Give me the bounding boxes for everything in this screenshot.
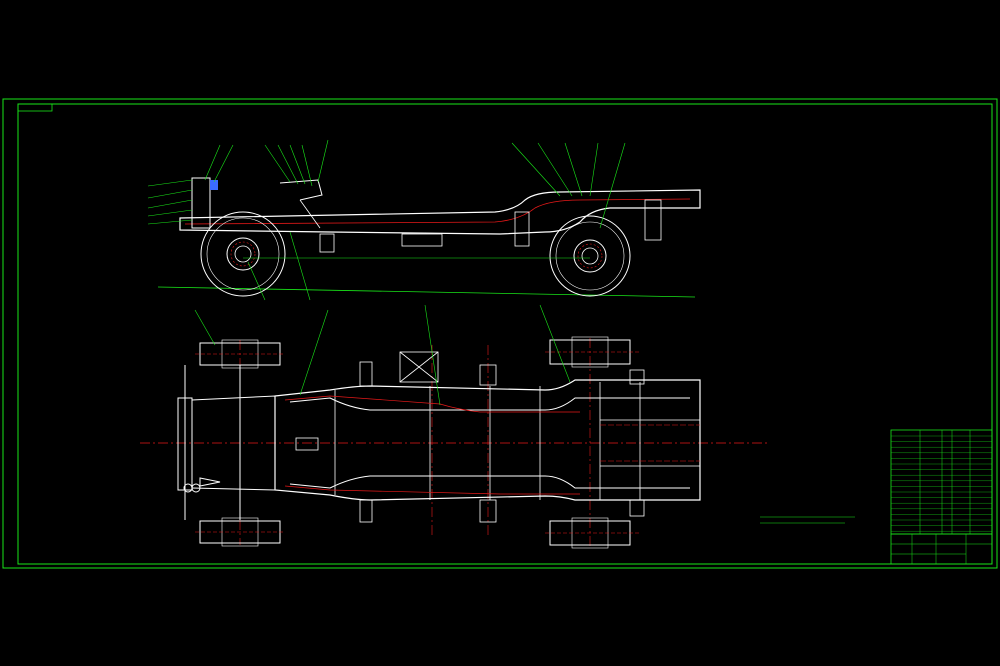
rear-frame-redlines bbox=[600, 424, 700, 462]
side-tank bbox=[401, 233, 443, 247]
rear-frame-extension bbox=[600, 419, 700, 467]
drawing-tag bbox=[17, 103, 53, 112]
side-crossmember-b bbox=[514, 211, 530, 247]
side-crossmember-a bbox=[319, 233, 335, 253]
plan-frame-inner-top bbox=[289, 397, 690, 411]
steering-box bbox=[210, 180, 218, 190]
inner-frame bbox=[17, 103, 993, 565]
pedal-linkage bbox=[279, 179, 323, 201]
plan-crossmembers bbox=[295, 351, 645, 523]
side-leader-lines bbox=[147, 139, 626, 301]
parts-list bbox=[890, 429, 993, 535]
plan-leader-lines bbox=[194, 304, 571, 406]
side-brake-line bbox=[184, 198, 691, 225]
rear-wheel bbox=[549, 215, 631, 297]
rear-wheels-plan bbox=[545, 336, 640, 549]
pedal-rod bbox=[299, 199, 321, 229]
front-wheel bbox=[200, 211, 286, 297]
side-frame-rail bbox=[179, 189, 701, 235]
plan-view bbox=[140, 304, 770, 549]
front-bracket bbox=[191, 177, 211, 229]
rear-hanger bbox=[644, 199, 662, 241]
outer-frame bbox=[2, 98, 998, 569]
ground-line bbox=[157, 286, 696, 298]
title-block bbox=[890, 533, 993, 565]
plan-frame-inner-bottom bbox=[289, 475, 690, 489]
technical-notes bbox=[760, 516, 855, 524]
side-view bbox=[147, 139, 701, 301]
front-axle-plan bbox=[177, 365, 276, 520]
plan-line-b bbox=[284, 485, 580, 495]
